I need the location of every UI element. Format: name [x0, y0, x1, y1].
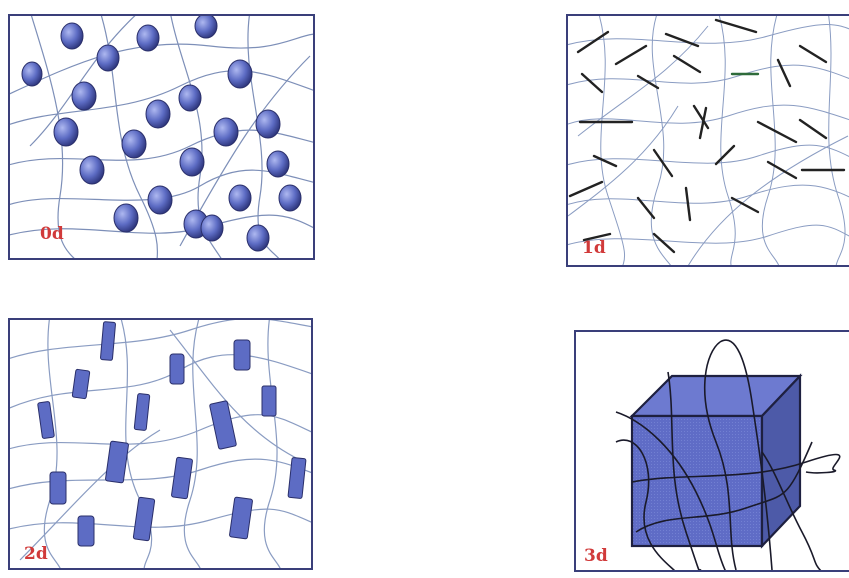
panel-label: 3d [584, 546, 608, 566]
panel-3d: 3d [574, 330, 849, 572]
panel-0d: 0d [8, 14, 315, 260]
fiber-network [10, 320, 313, 570]
fiber-network [568, 16, 849, 267]
platelet-particles [38, 322, 306, 546]
panel-label: 1d [582, 238, 606, 258]
rod-particles [570, 20, 844, 252]
panel-label: 0d [40, 224, 64, 244]
panel-label: 2d [24, 544, 48, 564]
panel-2d-graphic [10, 320, 313, 570]
panel-3d-graphic [576, 332, 849, 572]
panel-2d: 2d [8, 318, 313, 570]
panel-1d-graphic [568, 16, 849, 267]
panel-1d: 1d [566, 14, 849, 267]
